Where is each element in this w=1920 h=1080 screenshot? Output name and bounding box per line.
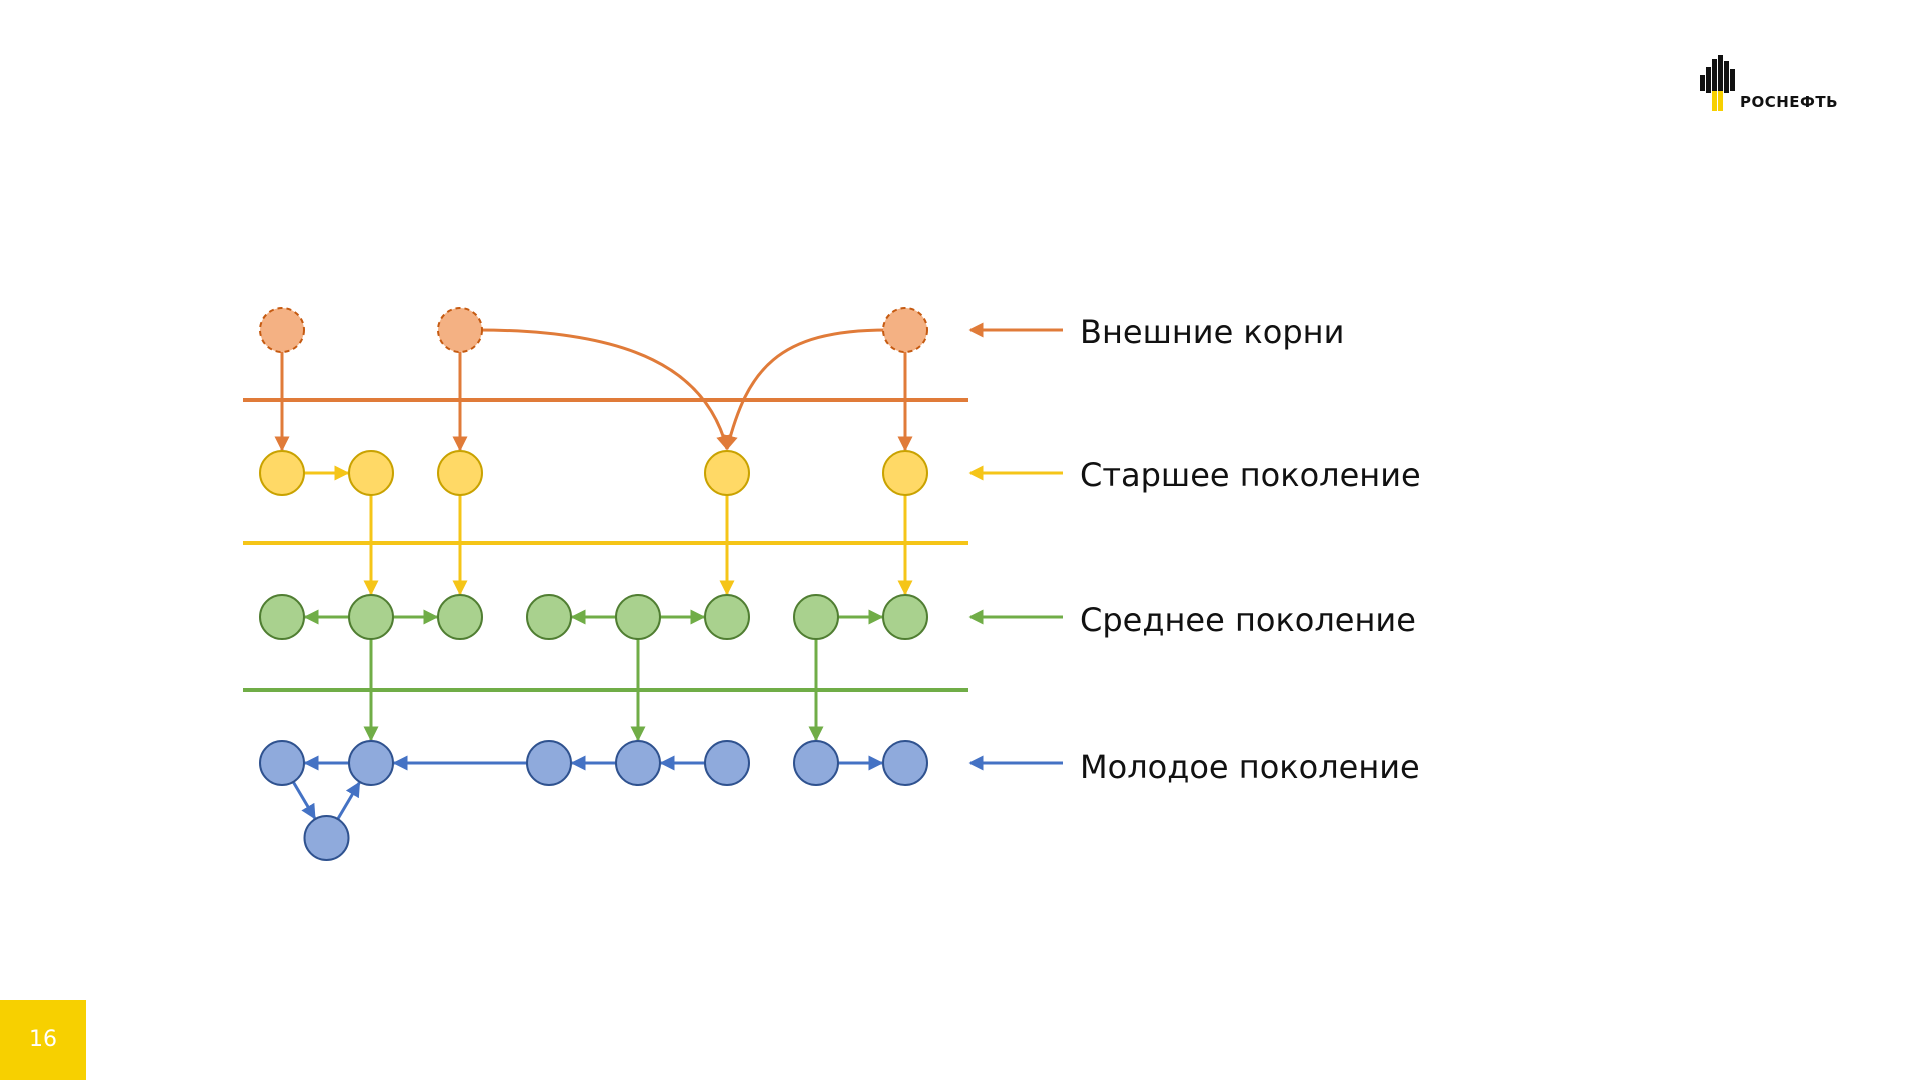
node-j4: [615, 740, 661, 786]
legend-label-roots: Внешние корни: [1080, 313, 1345, 351]
legend-label-junior: Молодое поколение: [1080, 748, 1420, 786]
node-m7: [793, 594, 839, 640]
node-j2: [348, 740, 394, 786]
node-m6: [704, 594, 750, 640]
node-s5: [882, 450, 928, 496]
node-j6: [793, 740, 839, 786]
node-m1: [259, 594, 305, 640]
node-s4: [704, 450, 750, 496]
node-r1: [259, 307, 305, 353]
node-r2: [437, 307, 483, 353]
rosneft-logo: РОСНЕФТЬ: [1700, 55, 1880, 117]
node-s3: [437, 450, 483, 496]
node-j5: [704, 740, 750, 786]
logo-text: РОСНЕФТЬ: [1740, 93, 1839, 111]
rosneft-logo-icon: [1700, 55, 1735, 111]
node-m3: [437, 594, 483, 640]
node-m5: [615, 594, 661, 640]
edge-j1-j8: [291, 781, 317, 820]
node-s2: [348, 450, 394, 496]
node-m2: [348, 594, 394, 640]
node-s1: [259, 450, 305, 496]
edge-r3-s4: [723, 328, 888, 451]
node-m8: [882, 594, 928, 640]
node-j3: [526, 740, 572, 786]
node-j1: [259, 740, 305, 786]
node-m4: [526, 594, 572, 640]
page-number-box: 16: [0, 1000, 86, 1080]
node-r3: [882, 307, 928, 353]
node-j7: [882, 740, 928, 786]
edge-r2-s4: [477, 328, 731, 451]
legend-label-middle: Среднее поколение: [1080, 601, 1416, 639]
node-j8: [303, 815, 350, 861]
legend-label-senior: Старшее поколение: [1080, 456, 1421, 494]
edge-j8-j2: [336, 781, 361, 820]
page-number: 16: [29, 1027, 57, 1052]
